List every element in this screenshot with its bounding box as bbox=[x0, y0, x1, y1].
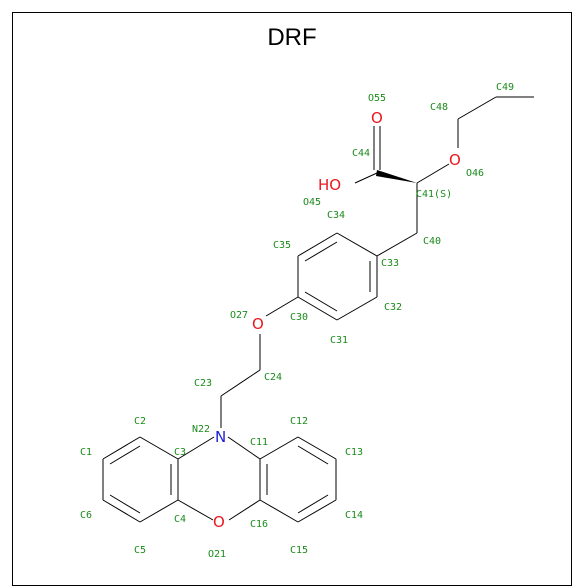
bond bbox=[177, 499, 214, 521]
bond bbox=[304, 291, 338, 312]
bond bbox=[139, 499, 179, 523]
oxygen-atom: O bbox=[371, 109, 383, 127]
bond bbox=[139, 436, 179, 460]
atom-label: C13 bbox=[345, 447, 363, 458]
atom-label: C3 bbox=[174, 447, 186, 458]
atom-label: O21 bbox=[208, 549, 226, 560]
bond bbox=[265, 296, 299, 317]
bond bbox=[109, 445, 141, 465]
atom-label: O45 bbox=[303, 197, 321, 208]
atom-label: C31 bbox=[330, 335, 348, 346]
bond bbox=[336, 296, 378, 321]
bond bbox=[297, 296, 338, 321]
bond bbox=[354, 172, 378, 184]
atom-label: C35 bbox=[273, 240, 291, 251]
atom-label: C2 bbox=[134, 416, 146, 427]
atom-label: C6 bbox=[80, 510, 92, 521]
atom-label: C14 bbox=[345, 510, 363, 521]
oxygen-atom: O bbox=[213, 513, 225, 531]
bond bbox=[297, 445, 329, 465]
atom-label: O55 bbox=[368, 93, 386, 104]
atom-label: C1 bbox=[80, 447, 92, 458]
bond bbox=[220, 369, 261, 397]
bond bbox=[297, 232, 338, 257]
atom-label: C23 bbox=[194, 378, 212, 389]
atom-label: C16 bbox=[250, 519, 268, 530]
bond bbox=[109, 494, 141, 514]
bond bbox=[259, 436, 299, 460]
bond bbox=[304, 241, 338, 262]
diagram-frame bbox=[12, 12, 572, 586]
oxygen-atom: O bbox=[252, 315, 264, 333]
atom-label: C5 bbox=[134, 545, 146, 556]
wedge-bond bbox=[376, 170, 417, 183]
bond bbox=[376, 232, 418, 257]
oxygen-atom: O bbox=[449, 151, 461, 169]
atom-label: C34 bbox=[327, 210, 345, 221]
bond bbox=[297, 494, 329, 514]
atom-label: C40 bbox=[423, 236, 441, 247]
molecule-title: DRF bbox=[267, 24, 317, 51]
atom-label: C41(S) bbox=[416, 189, 452, 200]
atom-label: O27 bbox=[230, 310, 248, 321]
atom-label: C15 bbox=[290, 545, 308, 556]
atom-label: C12 bbox=[290, 416, 308, 427]
nitrogen-atom: N bbox=[215, 428, 226, 446]
atom-label: N22 bbox=[192, 424, 210, 435]
atom-label: C33 bbox=[381, 258, 399, 269]
atom-label: C30 bbox=[290, 312, 308, 323]
atom-label: C32 bbox=[384, 302, 402, 313]
bonds bbox=[102, 96, 534, 523]
atom-labels: C1 C2 C3 C4 C5 C6 C11 C12 C13 C14 C15 C1… bbox=[80, 82, 514, 560]
bond bbox=[102, 499, 141, 523]
atom-label: C49 bbox=[496, 82, 514, 93]
bond bbox=[259, 499, 299, 523]
atom-label: C4 bbox=[174, 514, 186, 525]
bond bbox=[227, 436, 261, 460]
atom-label: C24 bbox=[264, 372, 282, 383]
hydroxyl-label: HO bbox=[318, 176, 341, 194]
bond bbox=[457, 96, 497, 120]
bond bbox=[297, 499, 337, 523]
atom-label: C44 bbox=[352, 148, 370, 159]
atom-label: C11 bbox=[250, 437, 268, 448]
bond bbox=[177, 436, 215, 460]
atom-label: O46 bbox=[466, 168, 484, 179]
bond bbox=[416, 163, 450, 184]
bond bbox=[228, 499, 261, 521]
bond bbox=[102, 436, 141, 460]
bond bbox=[297, 436, 337, 460]
bond bbox=[336, 232, 378, 257]
atom-label: C48 bbox=[430, 102, 448, 113]
